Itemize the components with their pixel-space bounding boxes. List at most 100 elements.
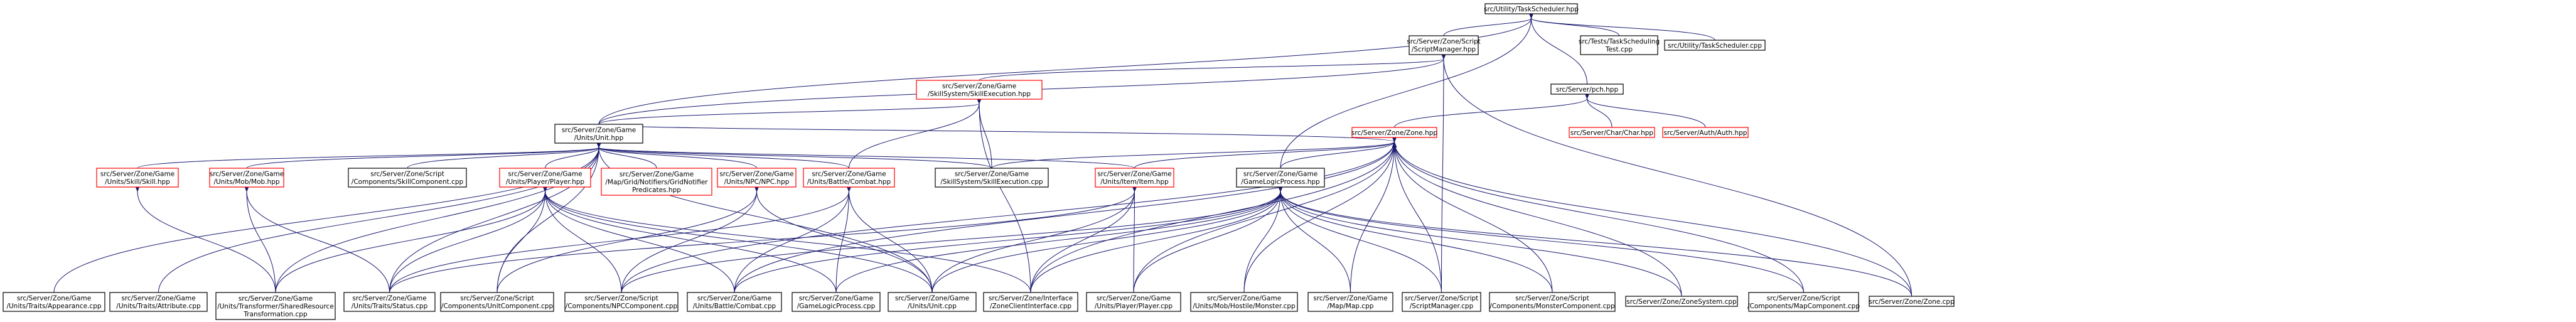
- node-mob-h[interactable]: src/Server/Zone/Game/Units/Mob/Mob.hpp: [209, 168, 284, 188]
- node-label: src/Server/Zone/Game/Units/Traits/Attrib…: [116, 295, 201, 311]
- node-box[interactable]: [1095, 168, 1174, 188]
- edge-scriptmgr_cpp-to-zone_h: [1392, 136, 1442, 293]
- edge-unit_h-to-zone_h: [598, 124, 1398, 148]
- node-label: src/Server/Zone/ZoneSystem.cpp: [1626, 298, 1737, 306]
- node-moncomp-cpp[interactable]: src/Server/Zone/Script/Components/Monste…: [1489, 292, 1616, 312]
- node-box[interactable]: [601, 168, 712, 196]
- node-box[interactable]: [1489, 292, 1616, 312]
- edge-glp_cpp-to-glp_h: [835, 185, 1284, 293]
- node-box[interactable]: [1664, 40, 1766, 51]
- node-box[interactable]: [717, 168, 797, 188]
- node-item-h[interactable]: src/Server/Zone/Game/Units/Item/Item.hpp: [1095, 168, 1174, 188]
- node-box[interactable]: [348, 168, 467, 188]
- node-box[interactable]: [1625, 296, 1738, 307]
- node-label: src/Server/Zone/Game/SkillSystem/SkillEx…: [940, 171, 1043, 186]
- node-box[interactable]: [916, 80, 1043, 100]
- node-box[interactable]: [440, 292, 554, 312]
- node-unit-h[interactable]: src/Server/Zone/Game/Units/Unit.hpp: [554, 124, 643, 144]
- edge-zone_cpp-to-zone_h: [1392, 136, 1912, 297]
- node-monster-cpp[interactable]: src/Server/Zone/Game/Units/Mob/Hostile/M…: [1190, 292, 1298, 312]
- node-box[interactable]: [1086, 292, 1181, 312]
- node-player-h[interactable]: src/Server/Zone/Game/Units/Player/Player…: [499, 168, 591, 188]
- edge-monster_cpp-to-glp_h: [1243, 185, 1284, 293]
- node-zci-cpp[interactable]: src/Server/Zone/Interface/ZoneClientInte…: [983, 292, 1078, 312]
- node-box[interactable]: [792, 292, 881, 312]
- node-glp-h[interactable]: src/Server/Zone/Game/GameLogicProcess.hp…: [1236, 168, 1325, 188]
- node-combat-h[interactable]: src/Server/Zone/Game/Units/Battle/Combat…: [803, 168, 895, 188]
- node-root[interactable]: src/Utility/TaskScheduler.hpp: [1484, 3, 1579, 14]
- node-label: src/Server/Zone/Game/Units/Unit.hpp: [562, 127, 636, 142]
- node-box[interactable]: [343, 292, 436, 312]
- node-npc-h[interactable]: src/Server/Zone/Game/Units/NPC/NPC.hpp: [717, 168, 797, 188]
- node-pch-h[interactable]: src/Server/pch.hpp: [1550, 83, 1624, 95]
- node-status-cpp[interactable]: src/Server/Zone/Game/Units/Traits/Status…: [343, 292, 436, 312]
- node-appearance-cpp[interactable]: src/Server/Zone/Game/Units/Traits/Appear…: [3, 292, 105, 312]
- node-box[interactable]: [687, 292, 782, 312]
- node-label: src/Server/Zone/Game/GameLogicProcess.hp…: [1241, 171, 1320, 186]
- node-combat-cpp[interactable]: src/Server/Zone/Game/Units/Battle/Combat…: [687, 292, 782, 312]
- node-box[interactable]: [1307, 292, 1393, 312]
- node-box[interactable]: [1748, 292, 1859, 312]
- edge-gridnot_h-to-unit_h: [596, 141, 657, 169]
- node-char-h[interactable]: src/Server/Char/Char.hpp: [1569, 127, 1655, 138]
- node-box[interactable]: [1550, 83, 1624, 95]
- node-gridnot-h[interactable]: src/Server/Zone/Game/Map/Grid/Notifiers/…: [601, 168, 712, 196]
- node-box[interactable]: [1484, 3, 1578, 14]
- node-box[interactable]: [1409, 35, 1479, 55]
- node-box[interactable]: [888, 292, 977, 312]
- node-npccomp-cpp[interactable]: src/Server/Zone/Script/Components/NPCCom…: [564, 292, 679, 312]
- node-label: src/Server/Zone/Game/Units/Item/Item.hpp: [1097, 171, 1171, 186]
- node-glp-cpp[interactable]: src/Server/Zone/Game/GameLogicProcess.cp…: [792, 292, 881, 312]
- node-skill-h[interactable]: src/Server/Zone/Game/Units/Skill/Skill.h…: [96, 168, 179, 188]
- node-map-cpp[interactable]: src/Server/Zone/Game/Map/Map.cpp: [1307, 292, 1393, 312]
- node-box[interactable]: [3, 292, 105, 312]
- node-box[interactable]: [554, 124, 643, 144]
- node-box[interactable]: [1236, 168, 1325, 188]
- node-skillcomp-cpp[interactable]: src/Server/Zone/Script/Components/SkillC…: [348, 168, 467, 188]
- node-box[interactable]: [1869, 296, 1955, 307]
- edge-combat_cpp-to-player_h: [542, 185, 735, 293]
- node-ts-cpp[interactable]: src/Utility/TaskScheduler.cpp: [1664, 40, 1766, 51]
- edge-player_cpp-to-item_h: [1132, 185, 1137, 293]
- node-box[interactable]: [1351, 127, 1437, 138]
- node-unitcomp-cpp[interactable]: src/Server/Zone/Script/Components/UnitCo…: [440, 292, 554, 312]
- node-box[interactable]: [96, 168, 179, 188]
- node-zonesys-cpp[interactable]: src/Server/Zone/ZoneSystem.cpp: [1625, 296, 1738, 307]
- node-box[interactable]: [1662, 127, 1749, 138]
- node-box[interactable]: [499, 168, 591, 188]
- node-box[interactable]: [935, 168, 1049, 188]
- node-box[interactable]: [983, 292, 1078, 312]
- node-mapcomp-cpp[interactable]: src/Server/Zone/Script/Components/MapCom…: [1747, 292, 1860, 312]
- node-zone-h[interactable]: src/Server/Zone/Zone.hpp: [1351, 127, 1437, 138]
- node-scriptmgr-h[interactable]: src/Server/Zone/Script/ScriptManager.hpp: [1407, 35, 1481, 55]
- node-box[interactable]: [1569, 127, 1655, 138]
- edge-shared_cpp-to-skill_h: [134, 185, 276, 293]
- node-shared-cpp[interactable]: src/Server/Zone/Game/Units/Transformer/S…: [215, 292, 336, 320]
- node-box[interactable]: [215, 292, 336, 320]
- edge-shared_cpp-to-mob_h: [244, 185, 276, 293]
- node-box[interactable]: [564, 292, 679, 312]
- node-box[interactable]: [1580, 35, 1658, 55]
- node-box[interactable]: [209, 168, 284, 188]
- node-label: src/Server/Zone/Zone.cpp: [1869, 298, 1955, 306]
- edge-player_cpp-to-zone_h: [1133, 136, 1397, 293]
- node-auth-h[interactable]: src/Server/Auth/Auth.hpp: [1662, 127, 1749, 138]
- edge-moncomp_cpp-to-zone_h: [1392, 136, 1553, 293]
- node-box[interactable]: [1190, 292, 1298, 312]
- node-player-cpp[interactable]: src/Server/Zone/Game/Units/Player/Player…: [1086, 292, 1181, 312]
- node-scriptmgr-cpp[interactable]: src/Server/Zone/Script/ScriptManager.cpp: [1402, 292, 1481, 312]
- node-unit-cpp[interactable]: src/Server/Zone/Game/Units/Unit.cpp: [888, 292, 977, 312]
- node-skillexec-cpp[interactable]: src/Server/Zone/Game/SkillSystem/SkillEx…: [935, 168, 1049, 188]
- edge-moncomp_cpp-to-glp_h: [1277, 185, 1553, 293]
- edge-item_h-to-zone_h: [1134, 136, 1397, 169]
- node-skillexec-h[interactable]: src/Server/Zone/Game/SkillSystem/SkillEx…: [916, 80, 1043, 100]
- edge-char_h-to-pch_h: [1584, 92, 1613, 128]
- node-zone-cpp[interactable]: src/Server/Zone/Zone.cpp: [1869, 296, 1955, 307]
- node-attribute-cpp[interactable]: src/Server/Zone/Game/Units/Traits/Attrib…: [109, 292, 208, 312]
- node-box[interactable]: [1402, 292, 1481, 312]
- edge-mapcomp_cpp-to-glp_h: [1277, 185, 1804, 293]
- edge-zonesys_cpp-to-zone_h: [1392, 136, 1682, 297]
- node-box[interactable]: [109, 292, 208, 312]
- node-box[interactable]: [803, 168, 895, 188]
